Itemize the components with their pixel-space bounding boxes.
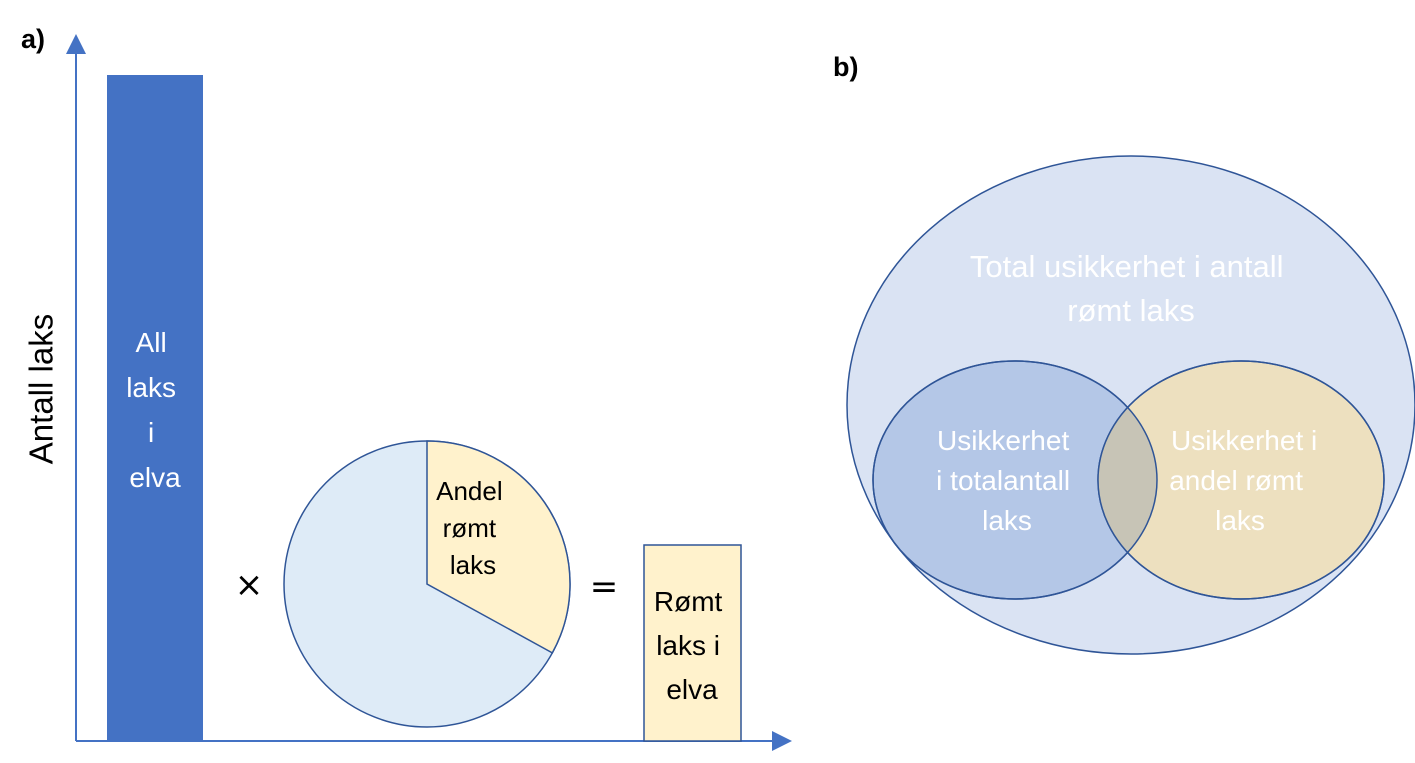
equals-symbol: = (590, 567, 619, 607)
venn-left-label: Usikkerhet i totalantall laks (936, 425, 1078, 536)
venn-left-label-line: Usikkerhet (937, 425, 1069, 456)
bar-total-label-line: elva (129, 462, 181, 493)
bar-escaped-fish (643, 544, 742, 742)
panel-b-label: b) (833, 52, 858, 82)
venn-left-label-line: i totalantall (936, 465, 1070, 496)
venn-left-outline (872, 360, 1158, 600)
venn-right-label-line: Usikkerhet i (1171, 425, 1317, 456)
y-axis-arrow (66, 34, 86, 54)
bar-total-label-line: i (148, 417, 154, 448)
pie-share-label-line: rømt (443, 513, 497, 543)
bar-escaped-label-line: elva (666, 674, 718, 705)
venn-right-label-line: andel rømt (1169, 465, 1303, 496)
venn-outer-label: Total usikkerhet i antall rømt laks (970, 249, 1292, 328)
bar-total-label-line: laks (126, 372, 176, 403)
bar-escaped-label: Rømt laks i elva (654, 586, 730, 705)
pie-share-label-line: Andel (436, 476, 503, 506)
bar-escaped-label-line: laks i (656, 630, 720, 661)
bar-escaped-label-line: Rømt (654, 586, 723, 617)
bar-total-label: All laks i elva (126, 327, 184, 493)
venn-outer-label-line: Total usikkerhet i antall (970, 249, 1284, 284)
panel-a-label: a) (21, 24, 45, 54)
bar-total-label-line: All (136, 327, 167, 358)
venn-right-label-line: laks (1215, 505, 1265, 536)
bar-total-fish (107, 75, 203, 741)
venn-left-label-line: laks (982, 505, 1032, 536)
x-axis-arrow (772, 731, 792, 751)
pie-share-slice (426, 440, 571, 654)
venn-right-label: Usikkerhet i andel rømt laks (1169, 425, 1325, 536)
venn-outer-label-line: rømt laks (1067, 293, 1194, 328)
panel-b: b) Total usikkerhet i antall rømt laks U… (833, 52, 1415, 655)
pie-share-label-line: laks (450, 550, 496, 580)
venn-right-outline (1097, 360, 1385, 600)
y-axis-label: Antall laks (23, 314, 60, 464)
pie-chart (283, 440, 571, 728)
panel-a: a) Antall laks All laks i elva × Andel r… (21, 24, 792, 751)
pie-share-label: Andel rømt laks (436, 476, 510, 580)
multiply-symbol: × (235, 565, 264, 605)
